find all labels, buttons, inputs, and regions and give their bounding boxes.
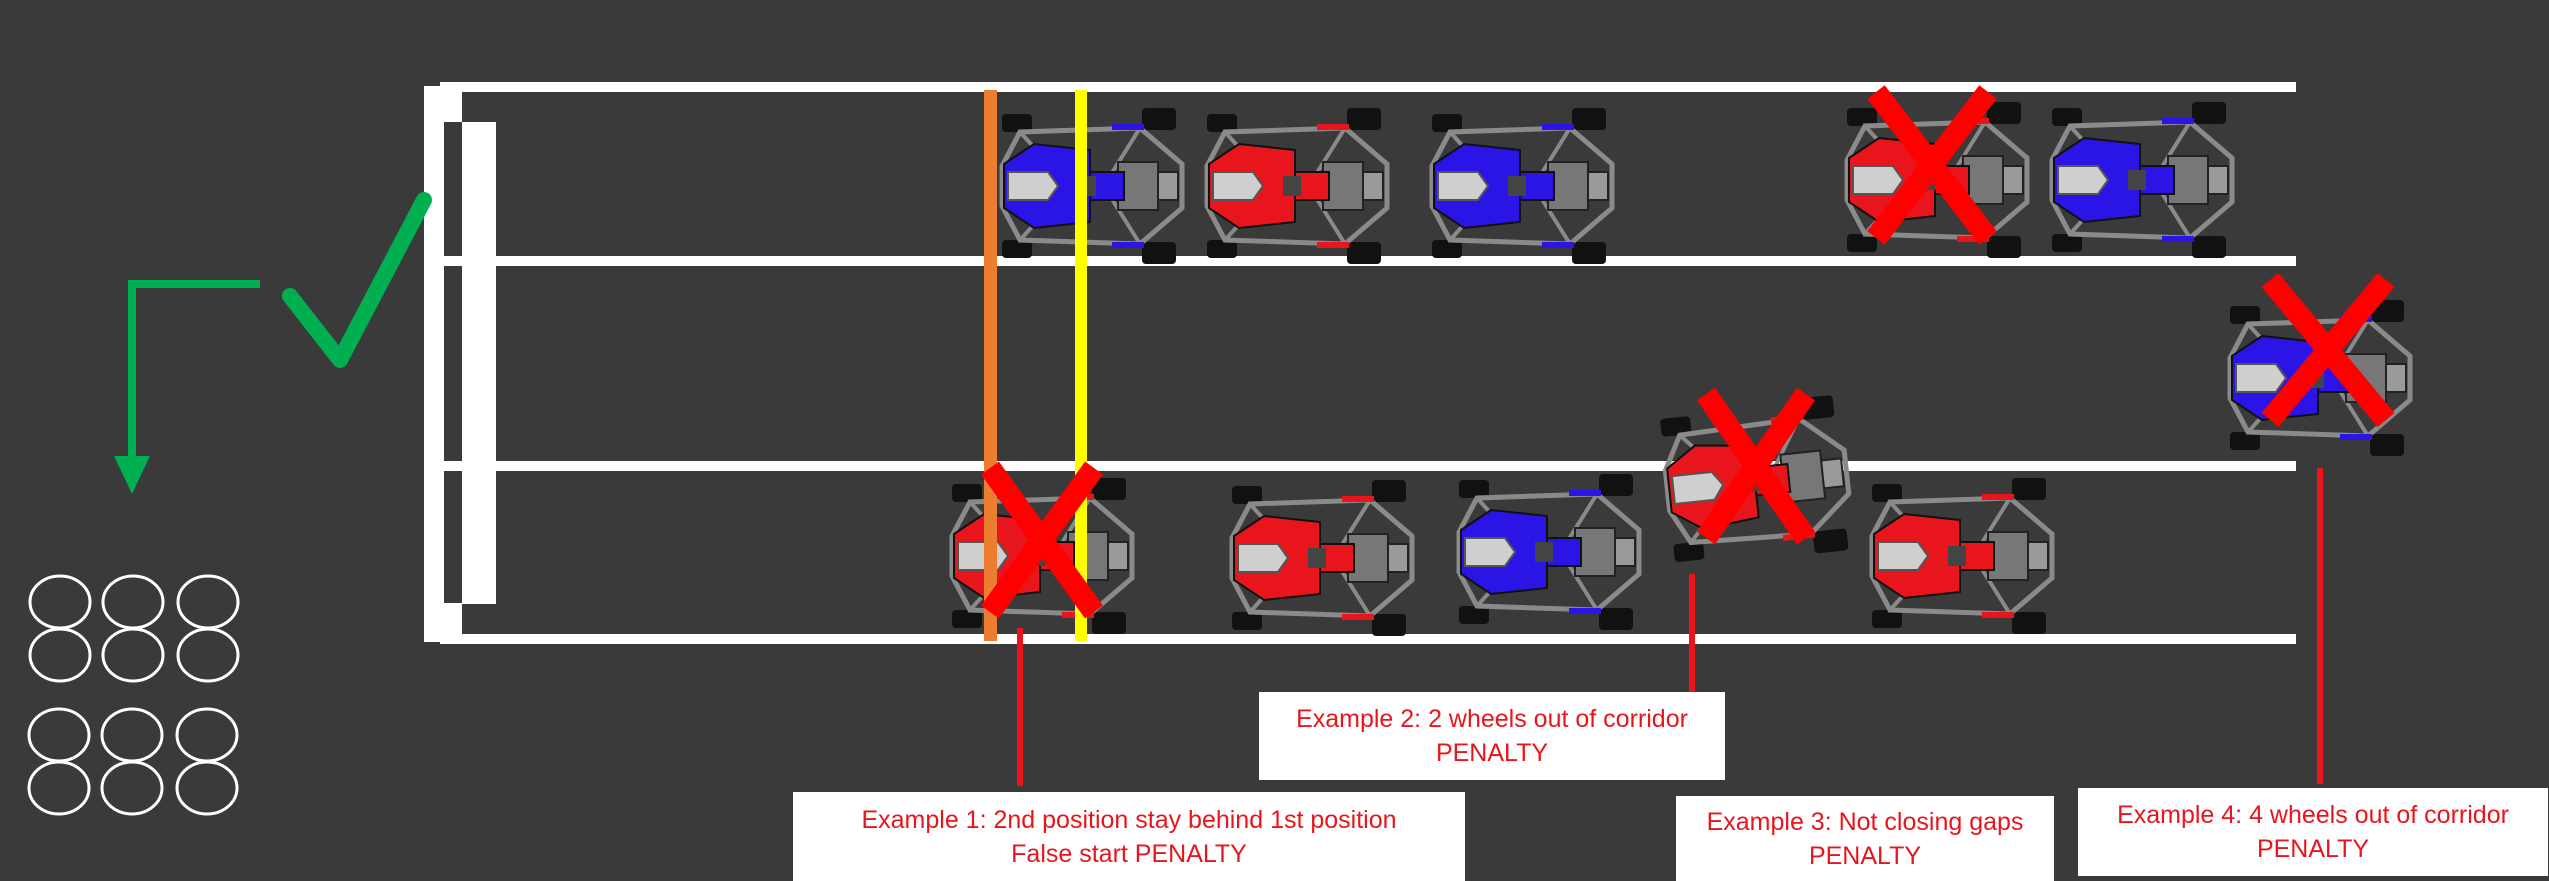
caption-example-4-line2: PENALTY: [2256, 835, 2370, 863]
kart-bottom-5: [1872, 478, 2052, 634]
cross-mark-icon: [1696, 387, 1816, 545]
caption-example-3-line1: Example 3: Not closing gaps: [1706, 807, 2024, 836]
caption-example-1-line2: False start PENALTY: [1011, 839, 1247, 868]
kart-top-5: [2052, 102, 2232, 258]
orange-line: [984, 90, 997, 641]
kart-layer: [952, 102, 2410, 636]
caption-example-2-line1: Example 2: 2 wheels out of corridor: [1296, 705, 1688, 733]
penalty-marks: [981, 85, 2395, 619]
kart-bottom-3: [1459, 474, 1639, 630]
checkmark-icon: [282, 192, 432, 368]
kart-top-1: [1002, 108, 1182, 264]
caption-example-2: Example 2: 2 wheels out of corridor PENA…: [1259, 692, 1725, 780]
green-arrow-icon: [114, 280, 260, 494]
caption-example-3: Example 3: Not closing gaps PENALTY: [1676, 796, 2054, 881]
kart-top-3: [1432, 108, 1612, 264]
pointer-lines: [1017, 468, 2323, 786]
caption-example-4-line1: Example 4: 4 wheels out of corridor: [2117, 801, 2509, 829]
caption-example-1: Example 1: 2nd position stay behind 1st …: [793, 792, 1465, 881]
kart-top-2: [1207, 108, 1387, 264]
cross-mark-icon: [1867, 85, 1997, 245]
caption-example-4: Example 4: 4 wheels out of corridor PENA…: [2078, 788, 2548, 876]
caption-example-1-line1: Example 1: 2nd position stay behind 1st …: [861, 805, 1397, 834]
caption-example-2-line2: PENALTY: [1435, 739, 1549, 767]
start-gate: [424, 86, 496, 642]
cross-mark-icon: [2261, 272, 2395, 428]
kart-bottom-2: [1232, 480, 1412, 636]
cross-mark-icon: [981, 461, 1103, 619]
starting-lights: [27, 574, 240, 816]
caption-example-3-line2: PENALTY: [1808, 841, 1922, 870]
yellow-line: [1075, 90, 1087, 641]
